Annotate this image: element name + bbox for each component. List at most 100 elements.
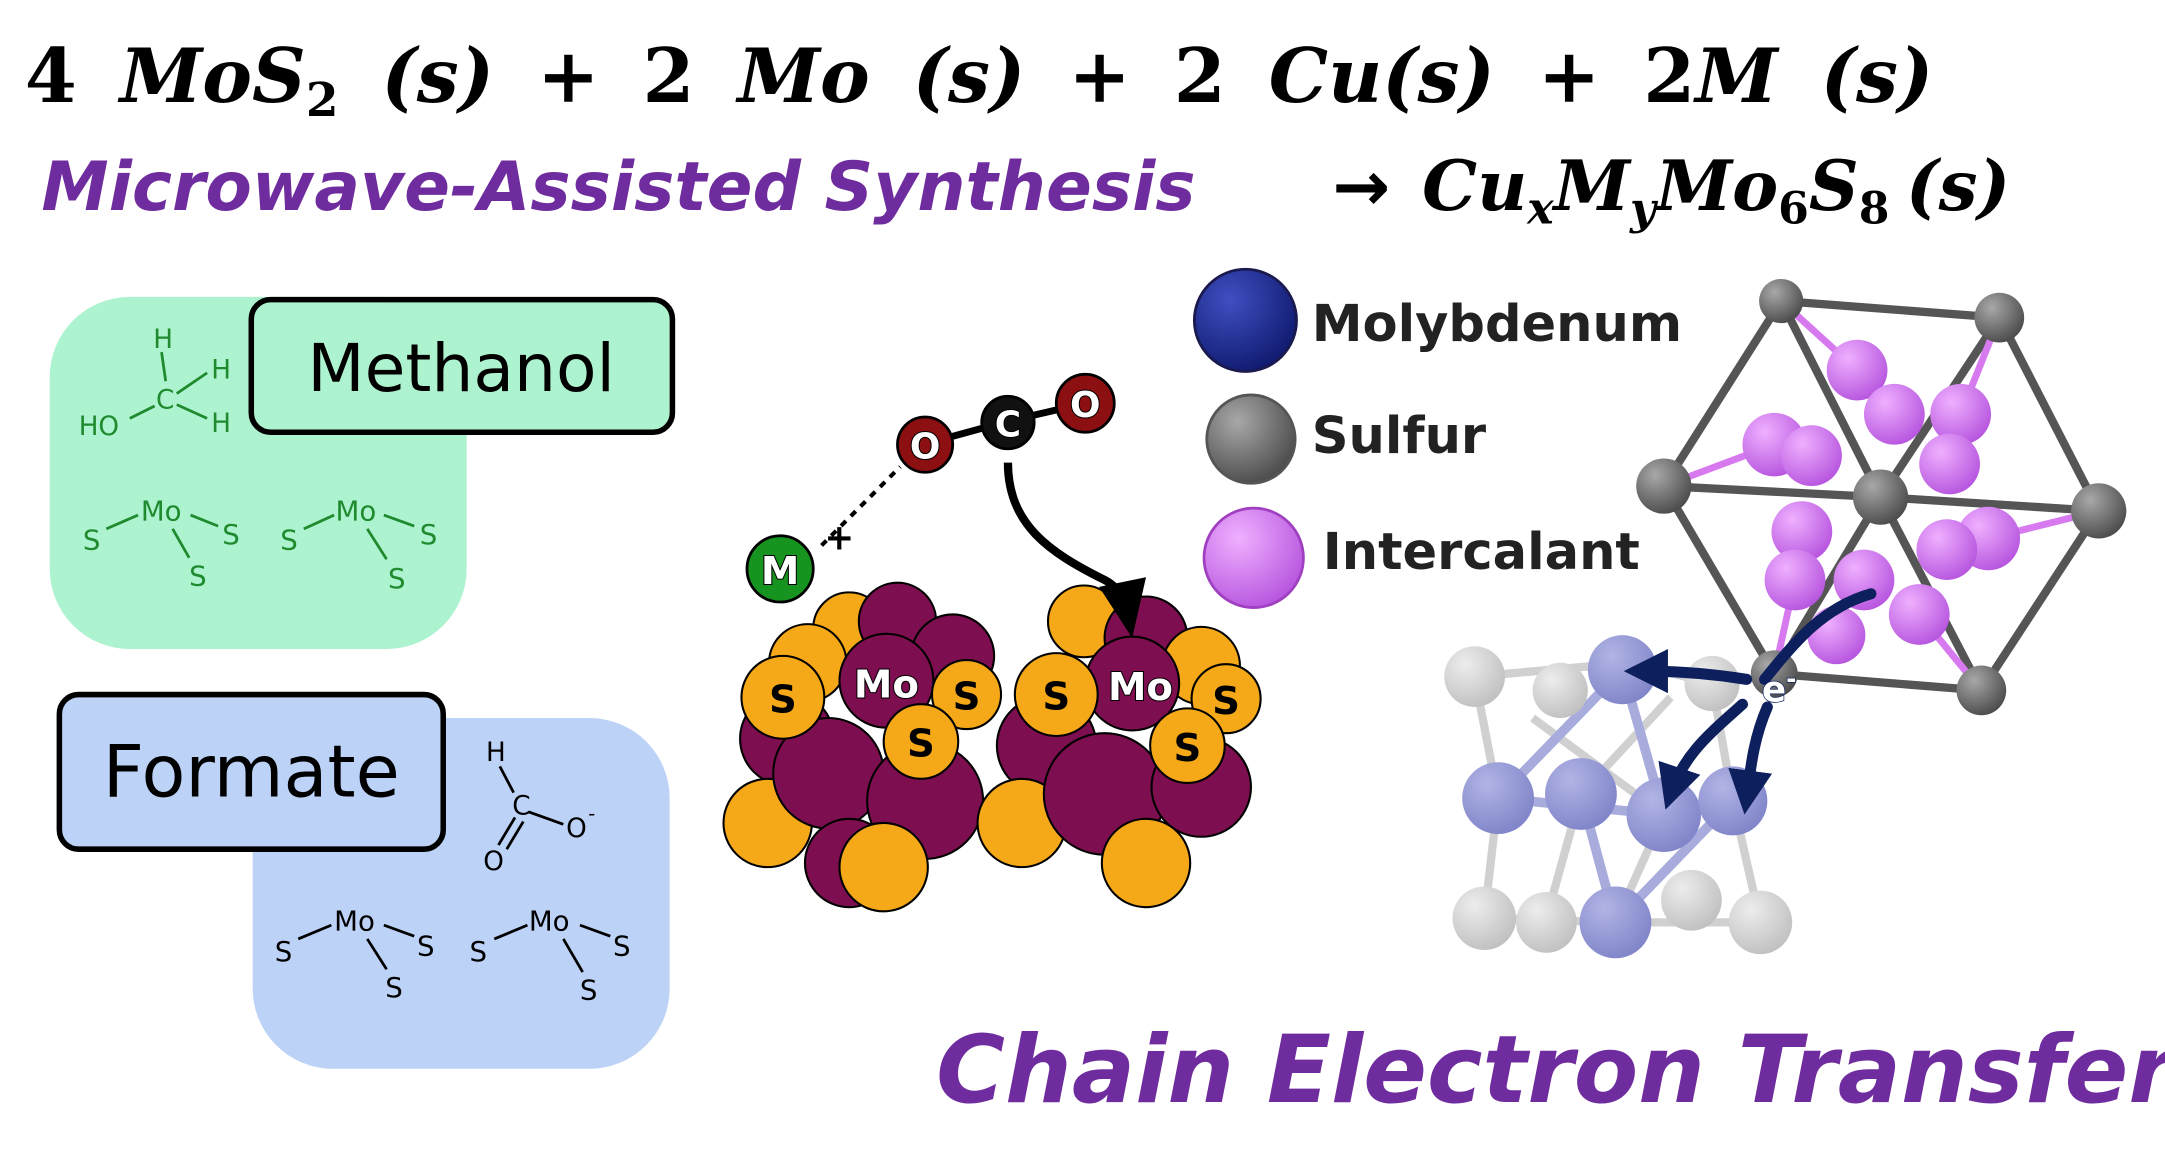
atom-c: C (995, 404, 1021, 445)
atom-s: S (385, 971, 403, 1004)
molybdenum-swatch (1192, 267, 1298, 373)
atom-s: S (417, 930, 435, 963)
methanol-label: Methanol (307, 329, 614, 407)
svg-text:4 MoS2 (s) +: 4 MoS2 (s) + 2 Mo (s) + 2 Cu(s) + 2M (s) (25, 32, 1933, 134)
atom-o: O (1070, 385, 1101, 426)
subscript: 8 (1859, 184, 1890, 235)
subscript: y (1629, 184, 1659, 235)
plus-sign: + (1068, 32, 1130, 120)
cluster-a (722, 581, 1003, 913)
atom-legend: Molybdenum Sulfur Intercalant (1192, 267, 1682, 609)
methanol-molecule (129, 351, 208, 420)
atom-s: S (189, 559, 207, 592)
phase-label: (s) (382, 32, 495, 120)
formula-mos2: MoS (117, 32, 306, 120)
formula-cu: Cu (1269, 32, 1383, 120)
atom-s: S (907, 722, 935, 767)
electron-symbol: e (1762, 669, 1786, 710)
atom-mo: Mo (529, 905, 570, 938)
intercalant-cage (1636, 278, 2127, 716)
legend-item: Molybdenum (1192, 267, 1682, 373)
formate-panel: Formate H C O - O Mo S S S Mo S S (56, 691, 670, 1069)
atom-c: C (512, 792, 530, 822)
atom-s: S (1212, 679, 1240, 724)
atom-h: H (211, 409, 231, 439)
atom-o: O (910, 426, 941, 467)
co2-molecule: O C O (896, 372, 1116, 474)
metal-cation: M + (745, 465, 902, 604)
formula-mo: Mo (735, 32, 870, 120)
phase-label: (s) (1906, 146, 2010, 227)
subscript: 2 (306, 73, 339, 128)
hydroxyl-group: HO (79, 412, 119, 442)
subscript: 6 (1778, 184, 1809, 235)
coefficient: 2 (1643, 32, 1695, 120)
formate-label-box (56, 691, 446, 852)
atom-mo: Mo (334, 905, 375, 938)
coefficient: 2 (643, 32, 695, 120)
legend-label: Molybdenum (1312, 295, 1682, 354)
atom-h: H (486, 738, 506, 768)
catalyst-scene: S Mo S S S Mo S S O C O M + (722, 372, 1262, 913)
footer-title: Chain Electron Transfer (936, 1016, 2165, 1125)
atom-o: O (566, 814, 587, 844)
oxygen-atom (896, 415, 955, 474)
atom-s: S (580, 974, 598, 1007)
product-m: M (1552, 146, 1633, 227)
methanol-label-box (248, 296, 676, 435)
method-label: Microwave-Assisted Synthesis (41, 147, 1195, 226)
sulfur-swatch (1205, 393, 1297, 485)
formula-m: M (1692, 32, 1780, 120)
electron-label: e- (1761, 664, 1797, 711)
plus-sign: + (537, 32, 599, 120)
legend-label: Intercalant (1323, 523, 1640, 582)
legend-item: Intercalant (1202, 506, 1640, 609)
phase-label: (s) (1382, 32, 1495, 120)
legend-label: Sulfur (1312, 407, 1487, 466)
plus-sign: + (1538, 32, 1600, 120)
phase-label: (s) (913, 32, 1026, 120)
oxygen-atom (1054, 372, 1116, 434)
arrowhead-icon (1099, 577, 1147, 638)
carbon-atom (980, 394, 1036, 451)
atom-s: S (83, 524, 101, 557)
product-mo: Mo (1654, 146, 1778, 227)
product-cu: Cu (1422, 146, 1527, 227)
atom-s: S (1174, 726, 1202, 771)
methanol-panel: Methanol H H H C HO Mo S S S Mo S S (49, 296, 676, 649)
mos-fragment: Mo S S S (83, 495, 240, 593)
mos-fragment: Mo S S S (275, 905, 435, 1004)
formate-molecule (497, 765, 564, 850)
atom-s: S (613, 930, 631, 963)
atom-s: S (222, 518, 240, 551)
atom-c: C (156, 386, 174, 416)
atom-h: H (211, 355, 231, 385)
atom-s: S (953, 675, 981, 720)
atom-mo: Mo (141, 495, 182, 528)
atom-s: S (388, 562, 406, 595)
mos-fragment: Mo S S S (469, 905, 630, 1007)
charge-minus: - (588, 802, 595, 825)
atom-mo: Mo (854, 662, 919, 707)
atom-s: S (769, 678, 797, 723)
electron-transfer-arrows (1623, 588, 1877, 815)
atom-s: S (1042, 675, 1070, 720)
cation-label: M (761, 549, 799, 594)
atom-o: O (483, 847, 504, 877)
atom-s: S (420, 518, 438, 551)
cation-charge: + (824, 518, 854, 559)
atom-mo: Mo (336, 495, 377, 528)
reaction-arrow: → (1332, 147, 1390, 227)
mos-fragment: Mo S S S (280, 495, 437, 596)
coefficient: 4 (25, 32, 77, 120)
atom-s: S (275, 935, 293, 968)
intercalant-swatch (1202, 506, 1305, 609)
atom-h: H (153, 325, 173, 355)
atom-s: S (280, 524, 298, 557)
phase-label: (s) (1821, 32, 1934, 120)
atom-mo: Mo (1108, 665, 1173, 710)
reaction-equation: 4 MoS2 (s) + 2 Mo (s) + 2 Cu(s) + 2M (s)… (25, 32, 2010, 235)
svg-text:CuxMyMo6S8(s): CuxMyMo6S8(s) (1422, 146, 2010, 235)
electron-charge: - (1786, 665, 1796, 694)
